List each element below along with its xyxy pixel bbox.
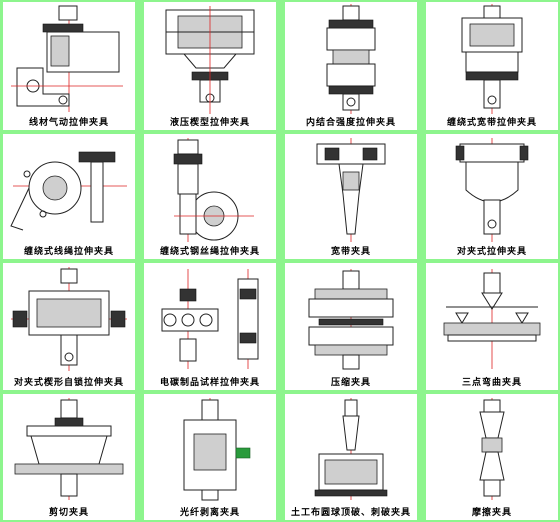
- fixture-label: 土工布圆球顶破、刺破夹具: [290, 508, 411, 518]
- fixture-card-1[interactable]: 线材气动拉伸夹具: [3, 2, 135, 130]
- fixture-card-6[interactable]: 缠绕式钢丝绳拉伸夹具: [144, 134, 276, 259]
- fixture-label: 三点弯曲夹具: [461, 378, 522, 388]
- fixture-drawing-6: [173, 138, 254, 242]
- fixture-card-4[interactable]: 缠绕式宽带拉伸夹具: [426, 2, 558, 130]
- fixture-label: 内结合强度拉伸夹具: [305, 118, 396, 128]
- fixture-drawing-3: [326, 4, 376, 114]
- fixture-label: 缠绕式线绳拉伸夹具: [23, 247, 114, 257]
- fixture-drawing-16: [479, 398, 505, 500]
- fixture-card-12[interactable]: 三点弯曲夹具: [426, 263, 558, 390]
- fixture-drawing-10: [161, 269, 259, 369]
- fixture-card-8[interactable]: 对夹式拉伸夹具: [426, 134, 558, 259]
- fixture-drawing-8: [455, 138, 529, 242]
- fixture-card-7[interactable]: 宽带夹具: [285, 134, 417, 259]
- fixture-card-16[interactable]: 摩擦夹具: [426, 394, 558, 520]
- fixture-label: 对夹式楔形自锁拉伸夹具: [13, 378, 124, 388]
- fixture-drawing-12: [443, 269, 541, 369]
- fixture-label: 线材气动拉伸夹具: [28, 118, 109, 128]
- fixture-card-15[interactable]: 土工布圆球顶破、刺破夹具: [285, 394, 417, 520]
- fixture-label: 缠绕式宽带拉伸夹具: [446, 118, 537, 128]
- fixture-label: 液压楔型拉伸夹具: [169, 118, 250, 128]
- fixture-drawing-5: [10, 151, 127, 231]
- fixture-drawing-7: [316, 138, 386, 242]
- fixture-label: 对夹式拉伸夹具: [456, 247, 527, 257]
- fixture-drawing-2: [165, 6, 255, 114]
- fixture-card-13[interactable]: 剪切夹具: [3, 394, 135, 520]
- fixture-card-14[interactable]: 光纤剥离夹具: [144, 394, 276, 520]
- fixture-card-3[interactable]: 内结合强度拉伸夹具: [285, 2, 417, 130]
- fixture-label: 光纤剥离夹具: [179, 508, 240, 518]
- fixture-label: 宽带夹具: [330, 247, 371, 257]
- fixture-label: 缠绕式钢丝绳拉伸夹具: [159, 247, 260, 257]
- fixture-drawing-4: [461, 4, 523, 114]
- fixture-label: 摩擦夹具: [471, 508, 512, 518]
- fixture-card-5[interactable]: 缠绕式线绳拉伸夹具: [3, 134, 135, 259]
- fixture-label: 剪切夹具: [48, 508, 89, 518]
- fixture-drawing-11: [308, 269, 394, 370]
- fixture-card-9[interactable]: 对夹式楔形自锁拉伸夹具: [3, 263, 135, 390]
- fixture-drawing-13: [14, 398, 124, 500]
- fixture-label: 电碳制品试样拉伸夹具: [159, 378, 260, 388]
- fixture-drawing-9: [11, 267, 127, 371]
- fixture-drawing-14: [183, 398, 251, 501]
- fixture-drawing-1: [11, 5, 123, 112]
- fixture-card-2[interactable]: 液压楔型拉伸夹具: [144, 2, 276, 130]
- fixture-label: 压缩夹具: [330, 378, 371, 388]
- fixture-card-10[interactable]: 电碳制品试样拉伸夹具: [144, 263, 276, 390]
- fixture-card-11[interactable]: 压缩夹具: [285, 263, 417, 390]
- fixture-drawing-15: [314, 398, 388, 500]
